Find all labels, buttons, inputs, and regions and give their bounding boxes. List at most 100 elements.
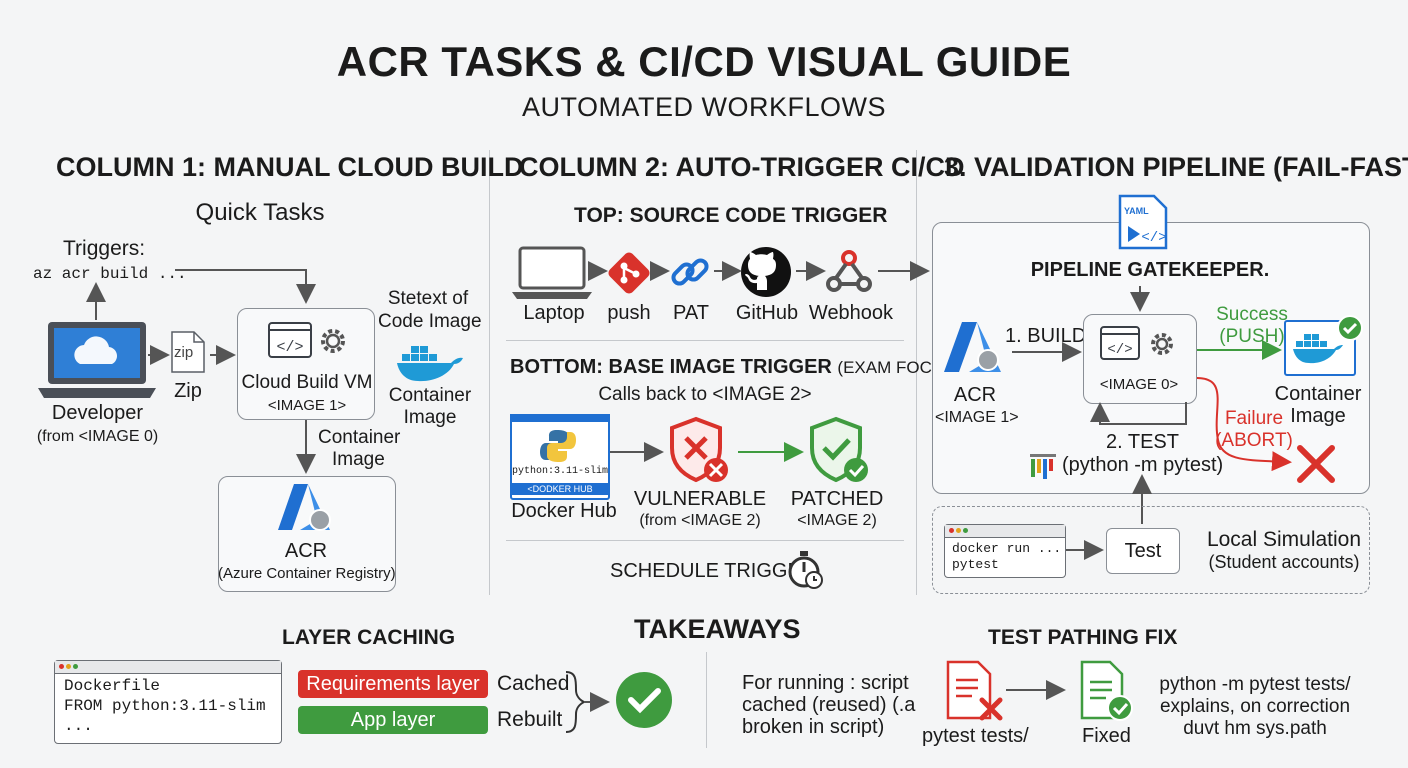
column-separator-2 [916,150,917,595]
terminal-title-bar [945,525,1065,538]
broken-test-file-icon [946,660,1003,721]
fixed-file-icon [1080,660,1133,721]
gear-icon [321,329,345,353]
flow-webhook-label: Webhook [808,302,894,324]
dockerfile-line1: Dockerfile [64,677,161,695]
col3-heading: 3. VALIDATION PIPELINE (FAIL-FAST) [944,152,1408,182]
base-image-heading-tail: (EXAM FOCUS) [837,358,962,377]
flow-pat-label: PAT [673,302,709,324]
svg-text:</>: </> [276,339,303,356]
vulnerable-sub: (from <IMAGE 2) [639,512,761,529]
acr-sub: (Azure Container Registry) [218,565,396,582]
calls-back-label: Calls back to <IMAGE 2> [598,384,812,405]
patched-label: PATCHED [790,488,884,510]
takeaways-separator [706,652,707,748]
pat-link-icon [671,258,709,286]
python-tag: python:3.11-slim [511,466,608,477]
layer-caching-heading: LAYER CACHING [282,626,456,649]
quick-tasks-heading: Quick Tasks [195,199,325,226]
svg-text:</>: </> [1141,230,1166,246]
local-sim-line1: Local Simulation [1206,528,1362,551]
requirements-layer-pill: Requirements layer [298,670,488,698]
abort-x-icon [1297,445,1335,483]
col3-container-line2: Image [1290,405,1346,427]
fix-line3: duvt hm sys.path [1183,718,1327,739]
page-title: ACR TASKS & CI/CD VISUAL GUIDE [336,38,1072,85]
docker-hub-card-topbar [510,414,610,422]
success-check-icon [1337,315,1363,341]
acr-registry-box [218,476,396,592]
cloud-build-vm-sub: <IMAGE 1> [267,397,347,414]
source-trigger-heading: TOP: SOURCE CODE TRIGGER [574,204,888,227]
page-subtitle: AUTOMATED WORKFLOWS [521,92,886,122]
schedule-trigger-label: SCHEDULE TRIGGER [610,560,816,582]
dockerfile-title-bar [55,661,281,674]
dockerfile-window [54,660,282,744]
vm-arrow-label-line1: Container [318,427,401,448]
container-image-line2: Image [403,407,457,428]
github-icon [741,247,791,297]
col2-separator-top [506,340,904,341]
base-image-heading-bold: BOTTOM: BASE IMAGE TRIGGER [510,356,832,378]
caching-success-check-icon [616,672,672,728]
flow-github-label: GitHub [735,302,799,324]
vm-arrow-label-line2: Image [332,449,385,470]
local-sim-line2: (Student accounts) [1208,552,1360,572]
docker-whale-icon [397,346,463,382]
test-command-label: (python -m pytest) [1062,454,1224,476]
acr-azure-icon [944,322,1001,372]
vulnerable-label: VULNERABLE [633,488,767,510]
docker-hub-label: Docker Hub [511,500,617,522]
cached-label: Cached [497,672,570,695]
col3-acr-label: ACR [953,384,997,406]
stopwatch-icon [788,551,823,589]
local-simulation-box [932,506,1370,594]
column-separator-1 [489,150,490,595]
webhook-icon [826,250,872,292]
center-gear-icon [1151,333,1173,355]
flow-push-label: push [607,302,651,324]
pytest-bars-icon [1030,454,1056,479]
fix-line2: explains, on correction [1159,696,1351,717]
cloud-build-vm-label: Cloud Build VM [241,372,373,393]
takeaway-line1: For running : script [742,672,909,694]
takeaway-line2: cached (reused) (.a [742,694,916,716]
stetext-line2: Code Image [378,311,482,332]
fixed-label: Fixed [1082,725,1131,747]
test-pathing-heading: TEST PATHING FIX [988,626,1178,649]
test-step-label: 2. TEST [1106,431,1179,453]
azure-logo-icon [278,484,331,531]
app-layer-pill: App layer [298,706,488,734]
col3-acr-sub: <IMAGE 1> [935,409,1019,426]
terminal-line1: docker run ... [952,541,1062,556]
triggers-label: Triggers: [63,237,146,260]
zip-icon-text: zip [174,344,194,361]
developer-laptop-icon [38,322,156,398]
terminal-line2: pytest [952,557,999,572]
col3-container-line1: Container [1274,383,1362,405]
git-push-icon [608,252,650,294]
test-button[interactable]: Test [1106,528,1180,574]
developer-label: Developer [51,402,144,424]
yaml-file-icon: </> [1118,194,1168,250]
container-whale-icon [1292,334,1343,364]
patched-shield-icon [810,416,868,483]
svg-text:</>: </> [1107,342,1132,358]
col2-heading: COLUMN 2: AUTO-TRIGGER CI/CD [519,152,965,182]
flow-laptop-label: Laptop [523,302,585,324]
pipeline-gatekeeper-label: PIPELINE GATEKEEPER. [1030,259,1270,281]
patched-sub: <IMAGE 2) [797,512,877,529]
az-acr-build-command: az acr build ... [33,265,187,283]
cloud-build-vm-box [237,308,375,420]
takeaway-line3: broken in script) [742,716,885,738]
zip-label: Zip [174,380,202,402]
takeaways-heading: TAKEAWAYS [634,614,801,644]
col2-separator-bottom [506,540,904,541]
vulnerable-shield-icon [670,416,728,483]
center-box-sub: <IMAGE 0> [1099,376,1179,393]
dockerfile-line3: ... [64,717,93,735]
